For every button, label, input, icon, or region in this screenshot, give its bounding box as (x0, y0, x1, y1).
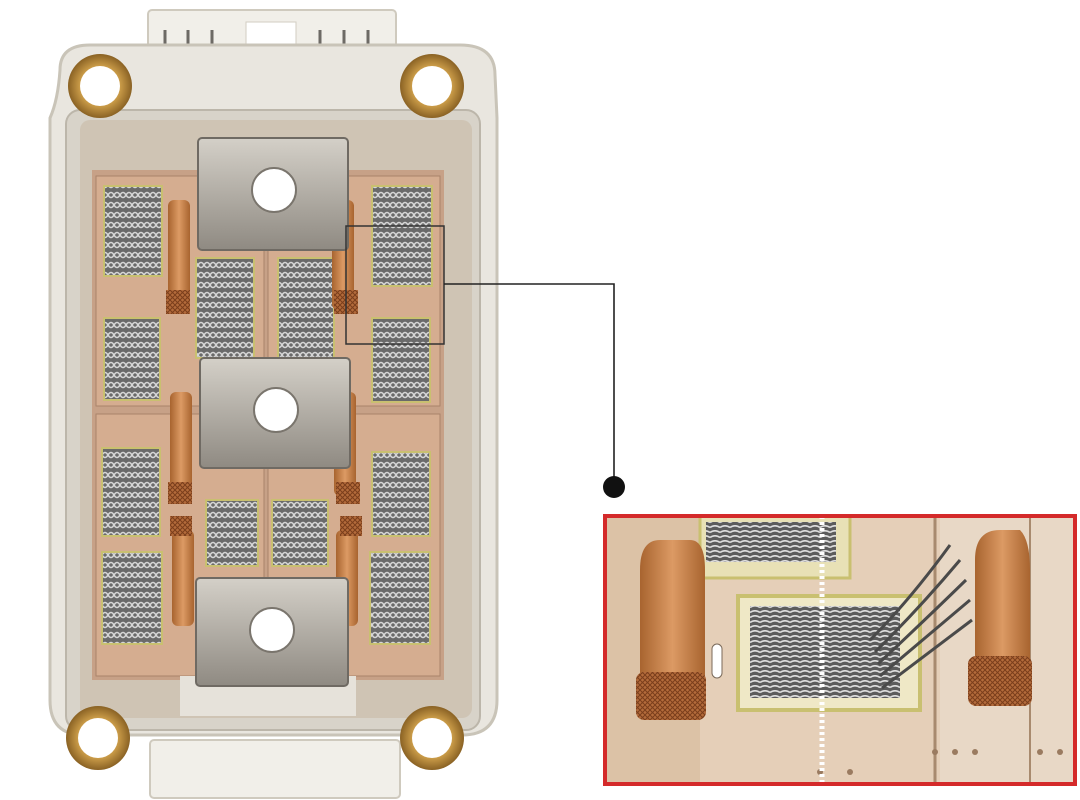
mounting-hole-top-left (68, 54, 132, 118)
callout-dot (603, 476, 625, 498)
mounting-hole-top-right (400, 54, 464, 118)
chip-6 (371, 317, 431, 403)
chip-2 (103, 317, 161, 401)
chip-7 (101, 447, 161, 537)
chip-10 (271, 499, 329, 567)
chip-3 (195, 257, 255, 359)
chip-12 (369, 551, 431, 645)
mounting-hole-bottom-right (400, 706, 464, 770)
chip-1 (103, 185, 163, 277)
callout-line (444, 283, 615, 486)
screw-terminal-middle (199, 357, 351, 469)
chip-5 (371, 185, 433, 287)
semiconductor-chips (101, 185, 433, 645)
chip-11 (371, 451, 431, 537)
zoom-frame (603, 514, 1077, 786)
zoom-inset (603, 514, 1077, 786)
chip-8 (101, 551, 163, 645)
chip-4 (277, 257, 335, 359)
mounting-hole-bottom-left (66, 706, 130, 770)
highlight-box (345, 225, 445, 345)
screw-terminal-bottom (195, 577, 349, 687)
screw-terminal-top (197, 137, 349, 251)
chip-9 (205, 499, 259, 567)
